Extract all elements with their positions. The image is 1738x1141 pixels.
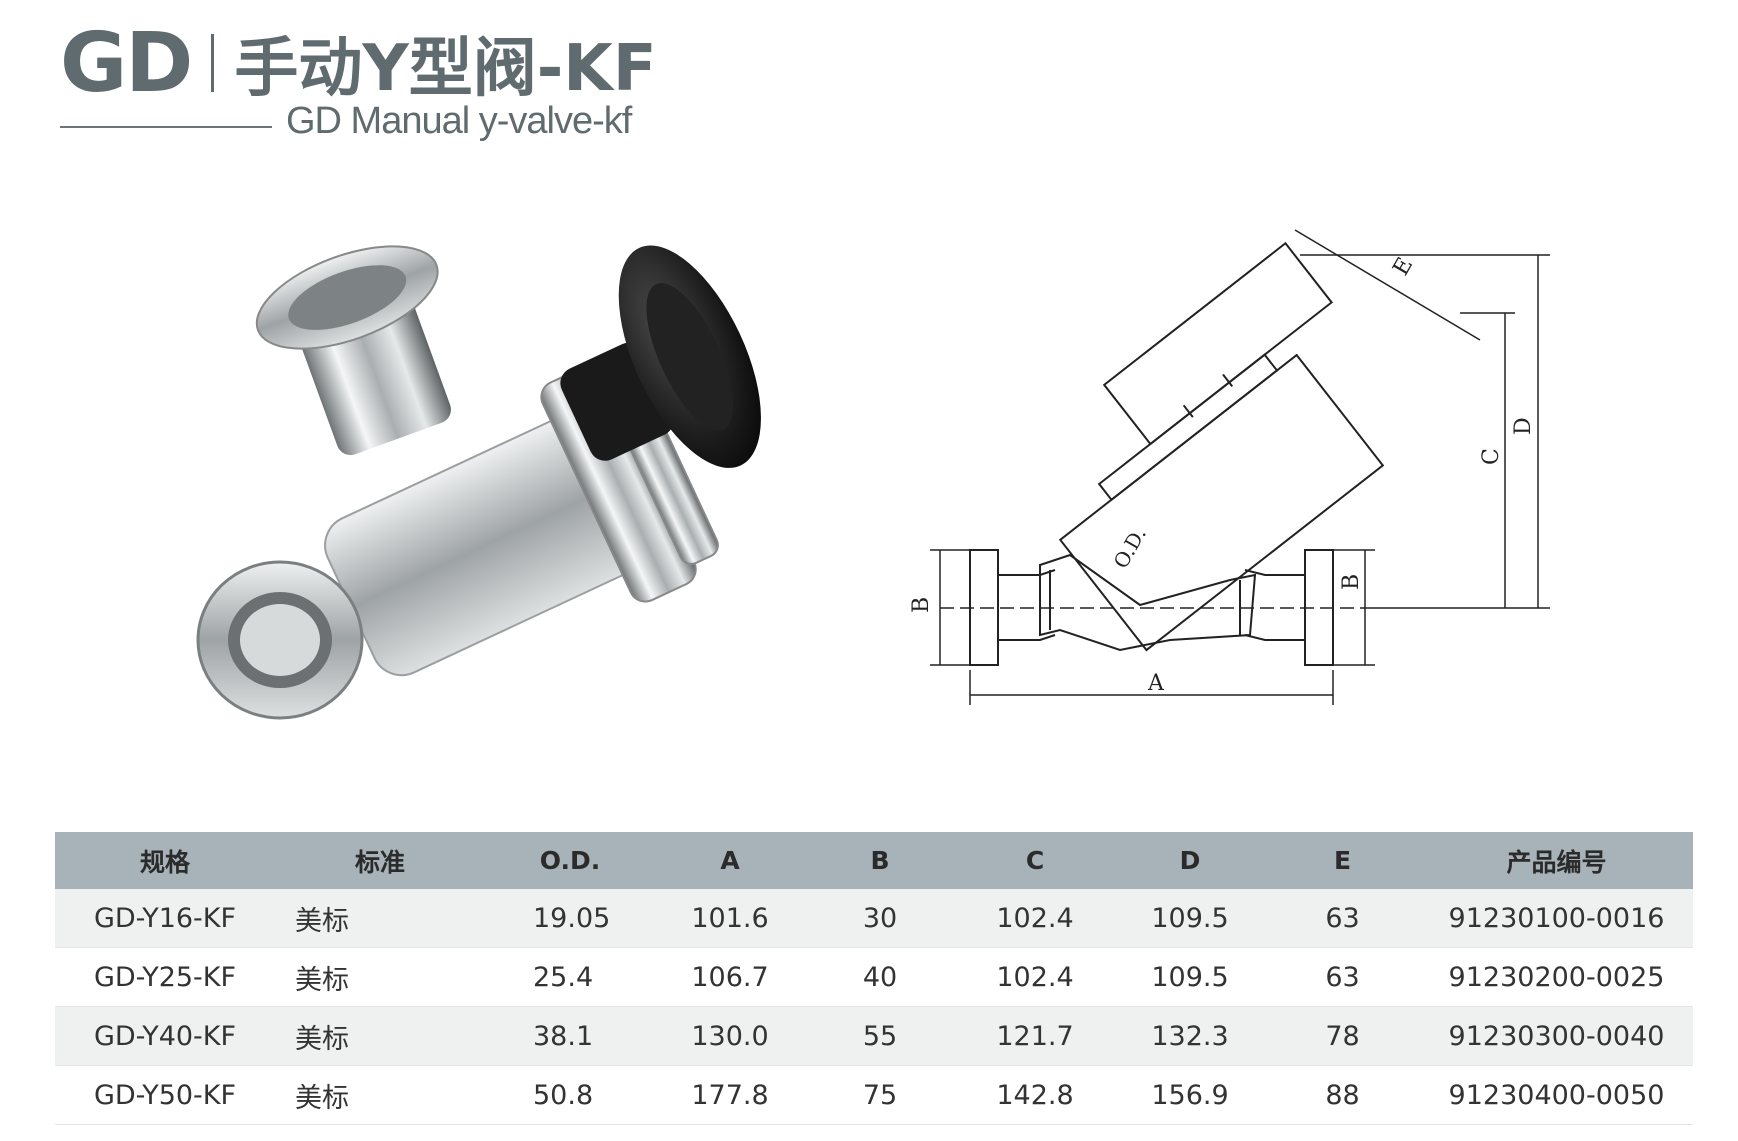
label-b-right: B (1339, 574, 1364, 590)
label-od: O.D. (1109, 523, 1151, 572)
table-header-row: 规格 标准 O.D. A B C D E 产品编号 (55, 832, 1693, 889)
cell-e: 63 (1265, 947, 1420, 1007)
title-separator (211, 34, 215, 92)
cell-e: 63 (1265, 889, 1420, 948)
cell-spec: GD-Y16-KF (55, 889, 275, 948)
cell-d: 109.5 (1115, 947, 1265, 1007)
cell-od: 25.4 (485, 947, 655, 1007)
col-product-code: 产品编号 (1420, 832, 1693, 889)
cell-c: 121.7 (955, 1006, 1115, 1066)
col-b: B (805, 832, 955, 889)
cell-product-code: 91230300-0040 (1420, 1006, 1693, 1066)
cell-a: 101.6 (655, 889, 805, 948)
col-e: E (1265, 832, 1420, 889)
cell-a: 177.8 (655, 1065, 805, 1125)
col-d: D (1115, 832, 1265, 889)
cell-a: 130.0 (655, 1006, 805, 1066)
spec-table: 规格 标准 O.D. A B C D E 产品编号 GD-Y16-KF 美标 1… (55, 832, 1693, 1125)
cell-c: 142.8 (955, 1065, 1115, 1125)
cell-e: 88 (1265, 1065, 1420, 1125)
cell-spec: GD-Y40-KF (55, 1006, 275, 1066)
cell-c: 102.4 (955, 947, 1115, 1007)
cell-b: 55 (805, 1006, 955, 1066)
cell-b: 30 (805, 889, 955, 948)
cell-standard: 美标 (275, 1065, 485, 1125)
product-title-en: GD Manual y-valve-kf (286, 100, 632, 142)
cell-b: 75 (805, 1065, 955, 1125)
cell-od: 50.8 (485, 1065, 655, 1125)
label-b-left: B (909, 597, 934, 613)
cell-standard: 美标 (275, 889, 485, 948)
cell-d: 132.3 (1115, 1006, 1265, 1066)
bonnet-body (1058, 353, 1385, 652)
valve-photo (196, 245, 761, 720)
cell-b: 40 (805, 947, 955, 1007)
dimension-drawing: A B B C D E O.D. (909, 229, 1550, 705)
label-e: E (1389, 254, 1419, 280)
cell-product-code: 91230400-0050 (1420, 1065, 1693, 1125)
label-d: D (1511, 417, 1536, 435)
cell-standard: 美标 (275, 947, 485, 1007)
col-spec: 规格 (55, 832, 275, 889)
product-title-cn: 手动Y型阀-KF (234, 32, 657, 106)
table-row: GD-Y40-KF 美标 38.1 130.0 55 121.7 132.3 7… (55, 1006, 1693, 1066)
label-c: C (1479, 448, 1504, 465)
cell-d: 109.5 (1115, 889, 1265, 948)
col-od: O.D. (485, 832, 655, 889)
brand-title: GD (60, 15, 193, 111)
cell-spec: GD-Y25-KF (55, 947, 275, 1007)
cell-e: 78 (1265, 1006, 1420, 1066)
cell-spec: GD-Y50-KF (55, 1065, 275, 1125)
cell-product-code: 91230200-0025 (1420, 947, 1693, 1007)
cell-c: 102.4 (955, 889, 1115, 948)
col-c: C (955, 832, 1115, 889)
cell-standard: 美标 (275, 1006, 485, 1066)
table-row: GD-Y25-KF 美标 25.4 106.7 40 102.4 109.5 6… (55, 947, 1693, 1007)
col-a: A (655, 832, 805, 889)
page-header: GD 手动Y型阀-KF (60, 8, 657, 118)
subtitle-rule (60, 126, 272, 128)
label-a: A (1147, 671, 1165, 696)
table-row: GD-Y16-KF 美标 19.05 101.6 30 102.4 109.5 … (55, 889, 1693, 948)
table-row: GD-Y50-KF 美标 50.8 177.8 75 142.8 156.9 8… (55, 1065, 1693, 1125)
cell-a: 106.7 (655, 947, 805, 1007)
cell-od: 19.05 (485, 889, 655, 948)
cell-d: 156.9 (1115, 1065, 1265, 1125)
col-standard: 标准 (275, 832, 485, 889)
cell-od: 38.1 (485, 1006, 655, 1066)
cell-product-code: 91230100-0016 (1420, 889, 1693, 948)
